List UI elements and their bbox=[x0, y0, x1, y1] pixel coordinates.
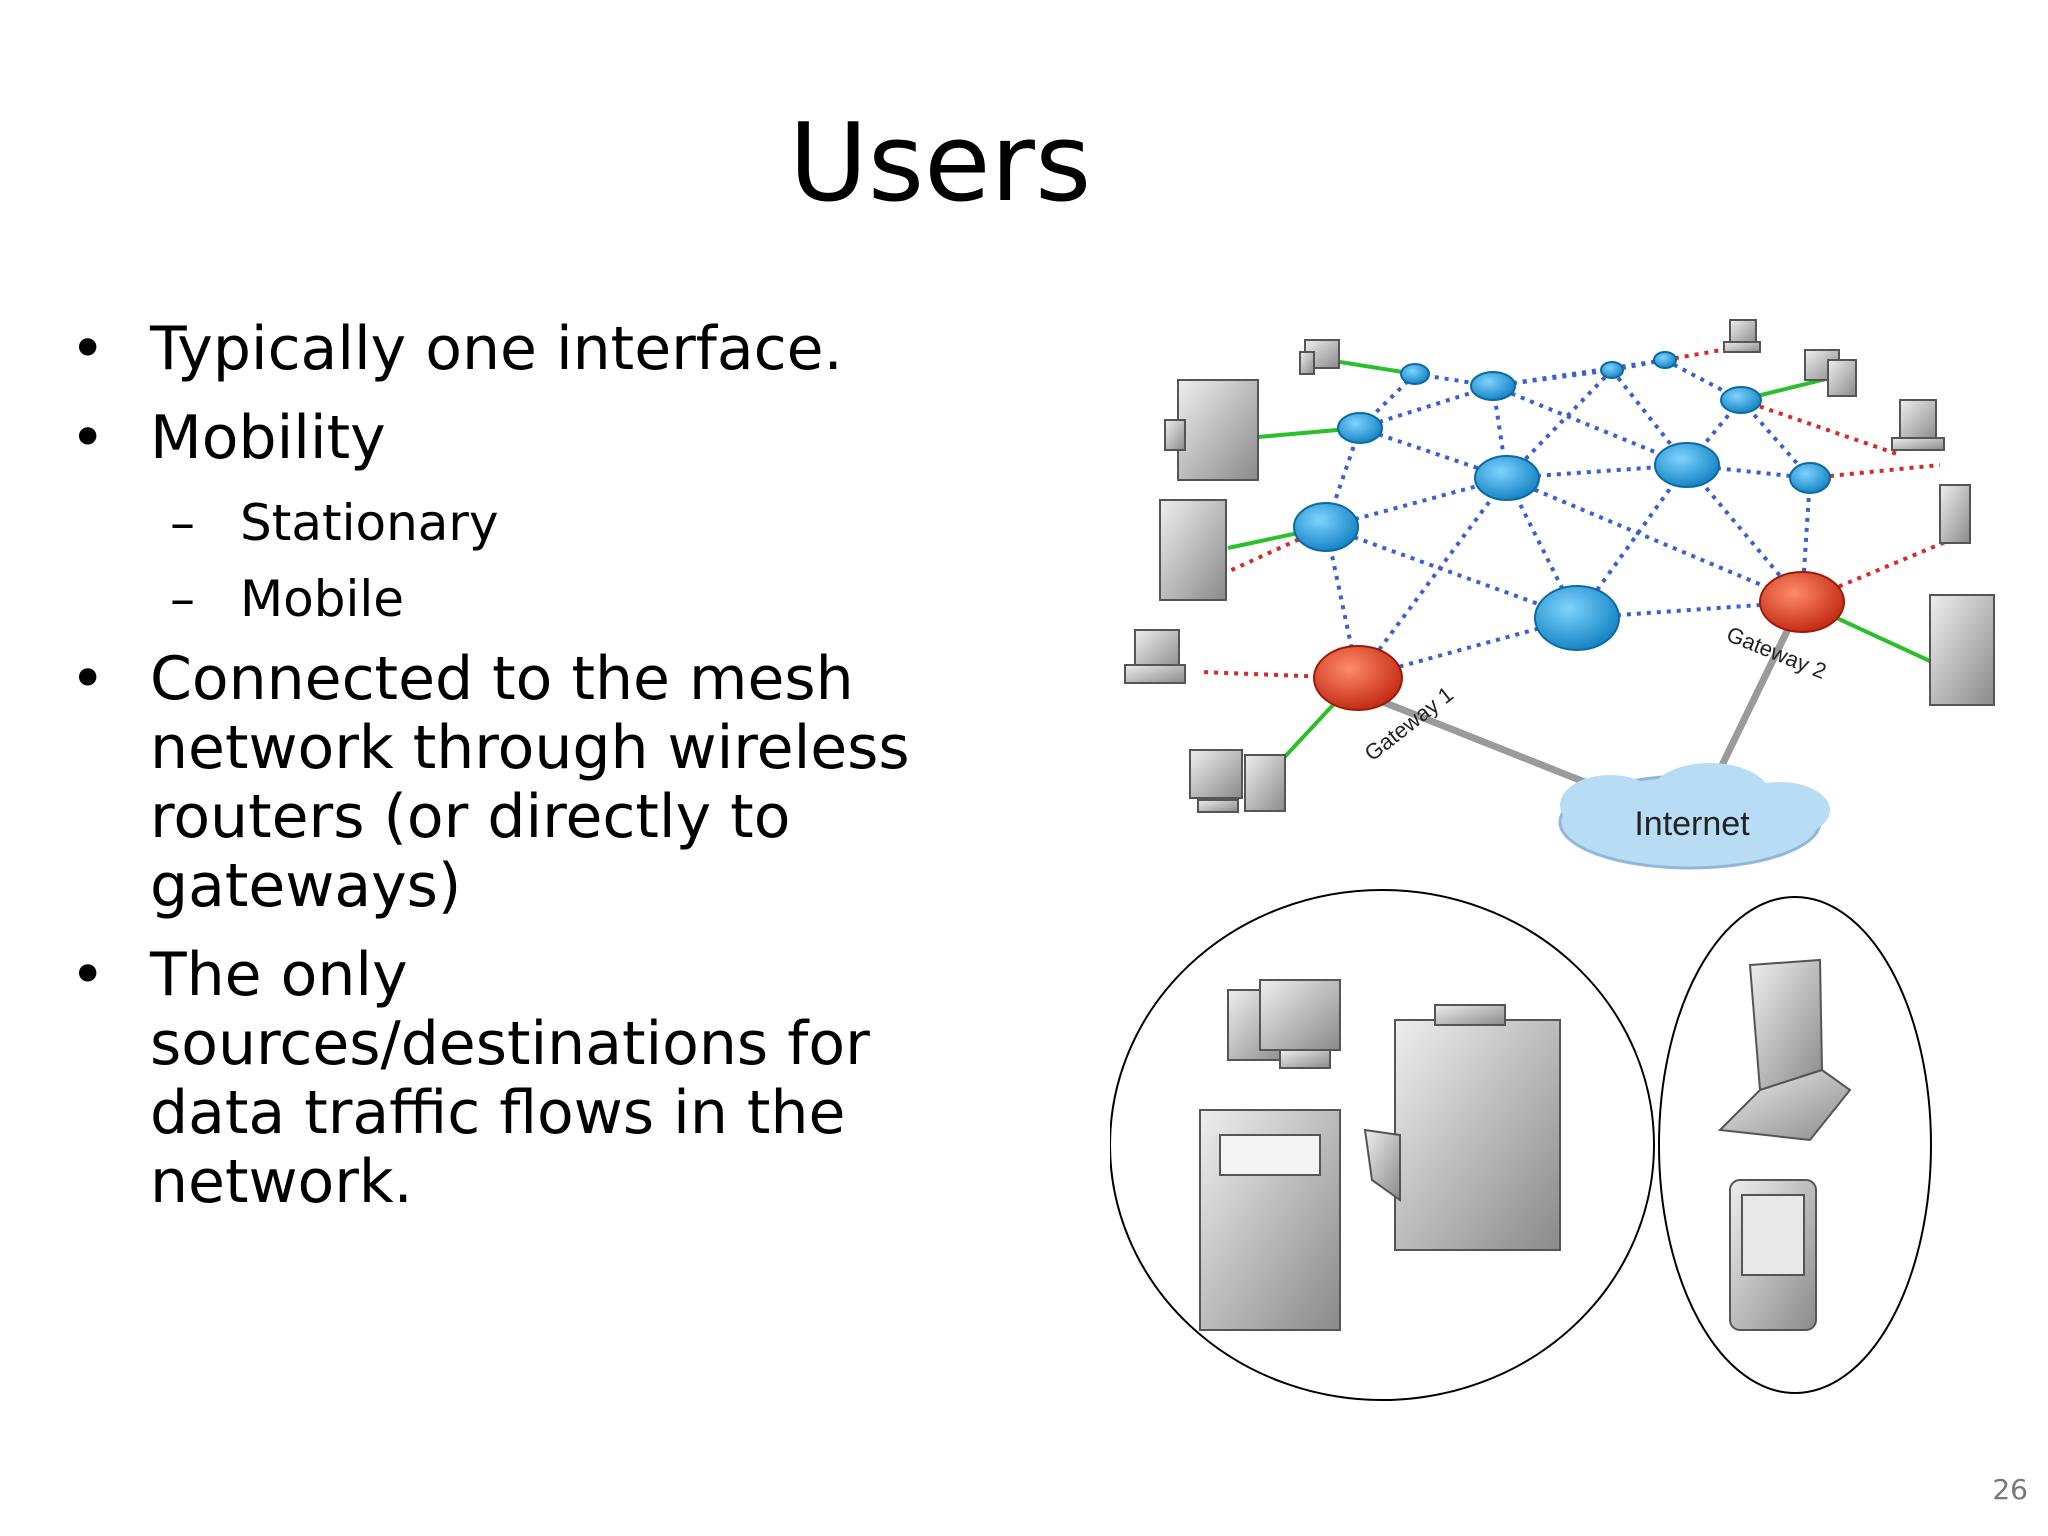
mesh-network-diagram: Internet Gateway 1 Gateway 2 bbox=[1110, 319, 1995, 1401]
router-icon bbox=[1400, 363, 1430, 385]
laptop-icon bbox=[1723, 319, 1761, 353]
laptop-icon bbox=[1124, 629, 1186, 684]
laptop-icon bbox=[1891, 399, 1945, 451]
router-icon bbox=[1789, 462, 1831, 494]
router-icon bbox=[1600, 361, 1624, 379]
router-icon bbox=[1653, 351, 1677, 369]
desktop-computer-icon bbox=[1804, 349, 1857, 397]
router-icon bbox=[1337, 412, 1383, 444]
router-icon bbox=[1474, 455, 1540, 501]
mobile-devices-group bbox=[1658, 896, 1932, 1394]
laptop-icon bbox=[1717, 958, 1852, 1142]
internet-cloud: Internet bbox=[1558, 763, 1830, 870]
bullet-connected: Connected to the mesh network through wi… bbox=[70, 645, 950, 921]
bullet-sources: The only sources/destinations for data t… bbox=[70, 941, 950, 1217]
internet-label: Internet bbox=[1634, 805, 1750, 843]
printer-icon bbox=[1164, 379, 1259, 481]
mesh-routers bbox=[1293, 351, 1831, 651]
router-icon bbox=[1654, 442, 1720, 488]
desktop-computer-icon bbox=[1189, 749, 1286, 813]
gateway-router-1-icon bbox=[1313, 645, 1403, 711]
tower-computer-icon bbox=[1159, 499, 1227, 601]
router-icon bbox=[1470, 371, 1516, 401]
gateway-router-2-icon bbox=[1759, 571, 1845, 633]
stationary-devices-group bbox=[1110, 889, 1655, 1401]
router-icon bbox=[1293, 502, 1359, 552]
network-client-devices bbox=[1124, 319, 1995, 813]
sub-bullet-stationary: Stationary bbox=[70, 493, 950, 553]
bullet-one-interface: Typically one interface. bbox=[70, 315, 950, 385]
router-icon bbox=[1720, 386, 1762, 414]
sub-bullet-mobile: Mobile bbox=[70, 569, 950, 629]
tower-computer-icon bbox=[1199, 1109, 1341, 1331]
router-icon bbox=[1534, 585, 1620, 651]
slide-title: Users bbox=[788, 101, 1092, 226]
bullet-list: Typically one interface. Mobility Statio… bbox=[70, 315, 950, 1237]
page-number: 26 bbox=[1992, 1473, 2028, 1506]
desktop-computer-icon bbox=[1299, 339, 1340, 375]
desktop-computer-icon bbox=[1227, 979, 1341, 1069]
tower-computer-icon bbox=[1929, 594, 1995, 706]
pda-icon bbox=[1729, 1179, 1817, 1331]
pda-icon bbox=[1939, 484, 1971, 544]
printer-icon bbox=[1363, 1004, 1561, 1251]
gateway-routers bbox=[1313, 571, 1845, 711]
bullet-mobility: Mobility bbox=[70, 404, 950, 474]
